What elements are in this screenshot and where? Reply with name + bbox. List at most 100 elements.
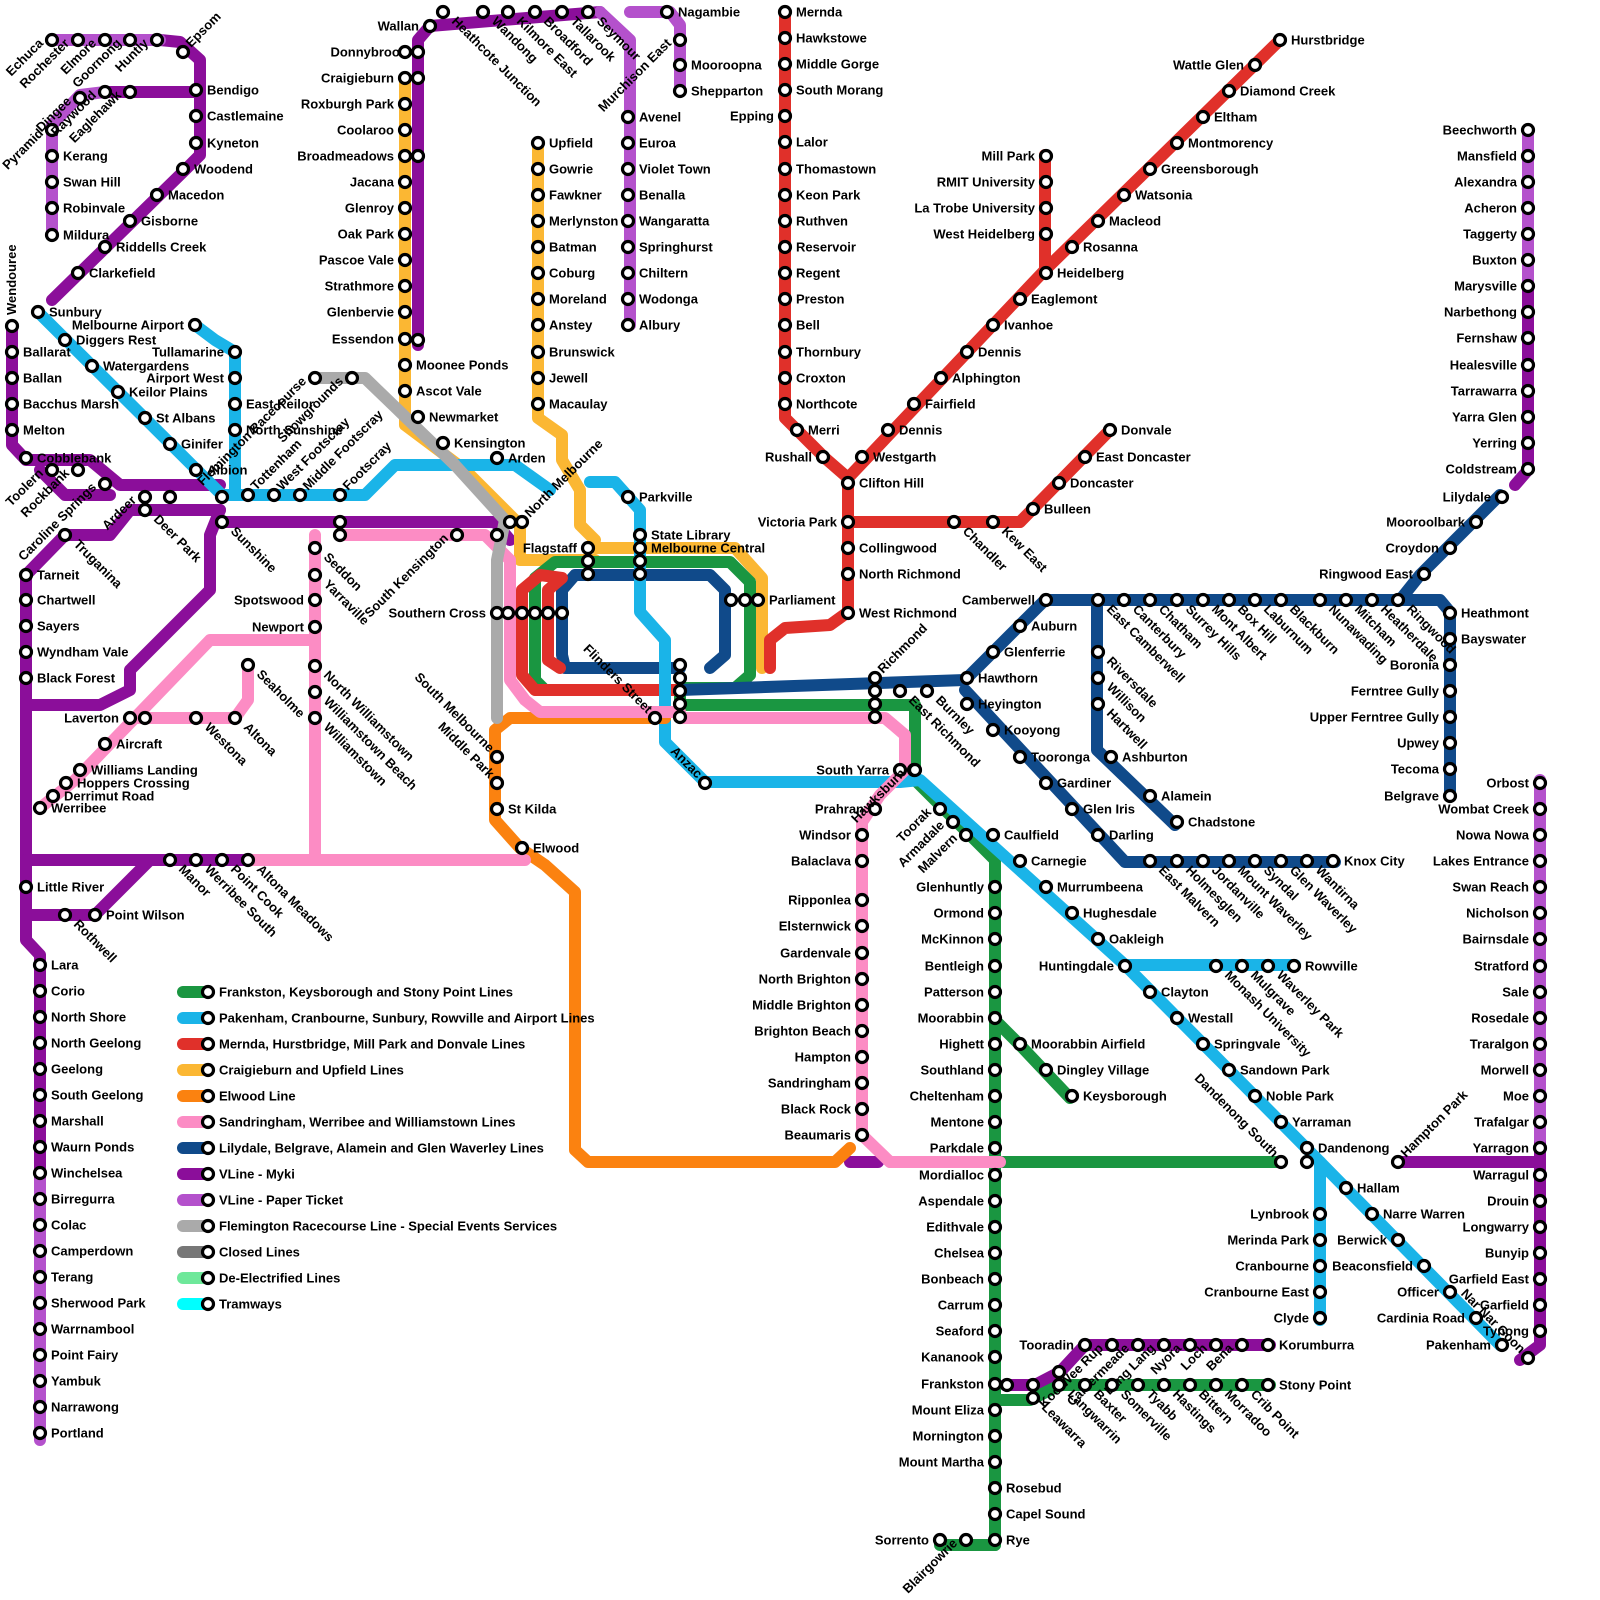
station[interactable]: Airport West <box>146 371 240 386</box>
station-marker[interactable] <box>1315 1287 1326 1298</box>
station-marker[interactable] <box>152 35 163 46</box>
station[interactable]: Terang <box>35 1270 94 1285</box>
station-marker[interactable] <box>21 647 32 658</box>
station-marker[interactable] <box>1041 778 1052 789</box>
station-marker[interactable] <box>990 1065 1001 1076</box>
station-marker[interactable] <box>935 804 946 815</box>
station-marker[interactable] <box>990 1248 1001 1259</box>
station-marker[interactable] <box>413 412 424 423</box>
station[interactable]: Mount Eliza <box>912 1403 1001 1418</box>
station[interactable]: Carrum <box>938 1298 1001 1313</box>
station-marker[interactable] <box>990 961 1001 972</box>
station-marker[interactable] <box>543 608 554 619</box>
station-marker[interactable] <box>1237 1340 1248 1351</box>
station[interactable]: Essendon <box>332 332 411 347</box>
station[interactable]: Little River <box>21 880 105 895</box>
station-marker[interactable] <box>1093 647 1104 658</box>
station[interactable]: Elsternwick <box>779 919 868 934</box>
station-marker[interactable] <box>47 203 58 214</box>
station-marker[interactable] <box>1107 1380 1118 1391</box>
station-marker[interactable] <box>583 7 594 18</box>
station[interactable]: Mooroopna <box>675 58 763 73</box>
station-marker[interactable] <box>400 334 411 345</box>
station-marker[interactable] <box>1535 830 1546 841</box>
station-marker[interactable] <box>1133 1340 1144 1351</box>
station-marker[interactable] <box>583 543 594 554</box>
station-marker[interactable] <box>988 725 999 736</box>
station[interactable]: Seaford <box>936 1324 1001 1339</box>
station-marker[interactable] <box>1535 1196 1546 1207</box>
station[interactable]: Swan Reach <box>1452 880 1545 895</box>
station[interactable]: Upfield <box>533 136 594 151</box>
station[interactable]: Warrnambool <box>35 1322 135 1337</box>
station[interactable]: Korumburra <box>1263 1338 1355 1353</box>
station-marker[interactable] <box>1028 1380 1039 1391</box>
station-marker[interactable] <box>1315 1313 1326 1324</box>
station[interactable]: Collingwood <box>843 541 938 556</box>
station[interactable]: Glenhuntly <box>916 880 1000 895</box>
station-marker[interactable] <box>1015 1039 1026 1050</box>
station-marker[interactable] <box>1535 1065 1546 1076</box>
station[interactable]: Spotswood <box>234 593 321 608</box>
station-marker[interactable] <box>623 320 634 331</box>
station[interactable]: Wombat Creek <box>1438 802 1545 817</box>
station-marker[interactable] <box>1015 752 1026 763</box>
station-marker[interactable] <box>230 347 241 358</box>
station-marker[interactable] <box>125 713 136 724</box>
station-marker[interactable] <box>1341 1183 1352 1194</box>
station-marker[interactable] <box>1198 856 1209 867</box>
station-marker[interactable] <box>35 1064 46 1075</box>
station-marker[interactable] <box>413 335 424 346</box>
station-marker[interactable] <box>243 490 254 501</box>
station-marker[interactable] <box>269 490 280 501</box>
station[interactable]: Chelsea <box>934 1246 1000 1261</box>
station-marker[interactable] <box>1093 830 1104 841</box>
station[interactable]: Richmond <box>870 621 931 684</box>
station-marker[interactable] <box>113 387 124 398</box>
station[interactable]: Ferntree Gully <box>1351 684 1456 699</box>
station-marker[interactable] <box>1523 255 1534 266</box>
station-marker[interactable] <box>1159 1380 1170 1391</box>
station[interactable]: East Doncaster <box>1080 450 1191 465</box>
station-marker[interactable] <box>1106 752 1117 763</box>
station-marker[interactable] <box>1445 791 1456 802</box>
station-marker[interactable] <box>1535 856 1546 867</box>
station-marker[interactable] <box>400 177 411 188</box>
station-marker[interactable] <box>990 1509 1001 1520</box>
station-marker[interactable] <box>60 910 71 921</box>
station-marker[interactable] <box>870 673 881 684</box>
station-marker[interactable] <box>217 855 228 866</box>
station[interactable]: Hurstbridge <box>1275 33 1365 48</box>
station-marker[interactable] <box>1535 778 1546 789</box>
station-marker[interactable] <box>990 1013 1001 1024</box>
station-marker[interactable] <box>73 268 84 279</box>
station-marker[interactable] <box>47 177 58 188</box>
station-marker[interactable] <box>988 830 999 841</box>
station-marker[interactable] <box>47 151 58 162</box>
station-marker[interactable] <box>1237 961 1248 972</box>
station[interactable]: West Heidelberg <box>933 227 1051 242</box>
station-marker[interactable] <box>780 137 791 148</box>
station[interactable]: Greensborough <box>1145 162 1259 177</box>
station[interactable]: Regent <box>780 266 841 281</box>
station[interactable]: Arden <box>492 451 546 466</box>
station-marker[interactable] <box>1041 229 1052 240</box>
station-marker[interactable] <box>949 517 960 528</box>
station-marker[interactable] <box>152 190 163 201</box>
station-marker[interactable] <box>7 347 18 358</box>
station-marker[interactable] <box>1302 1143 1313 1154</box>
station[interactable]: Fairfield <box>909 397 976 412</box>
station[interactable]: Newmarket <box>413 410 500 425</box>
station-marker[interactable] <box>90 910 101 921</box>
station-marker[interactable] <box>1067 242 1078 253</box>
station[interactable]: Colac <box>35 1218 87 1233</box>
station-marker[interactable] <box>492 752 503 763</box>
station[interactable]: Thornbury <box>780 345 862 360</box>
station-marker[interactable] <box>140 713 151 724</box>
station[interactable]: North Richmond <box>843 567 961 582</box>
station-marker[interactable] <box>533 373 544 384</box>
station[interactable]: Sandown Park <box>1224 1063 1331 1078</box>
station-marker[interactable] <box>623 492 634 503</box>
station-marker[interactable] <box>557 608 568 619</box>
station-marker[interactable] <box>1445 686 1456 697</box>
